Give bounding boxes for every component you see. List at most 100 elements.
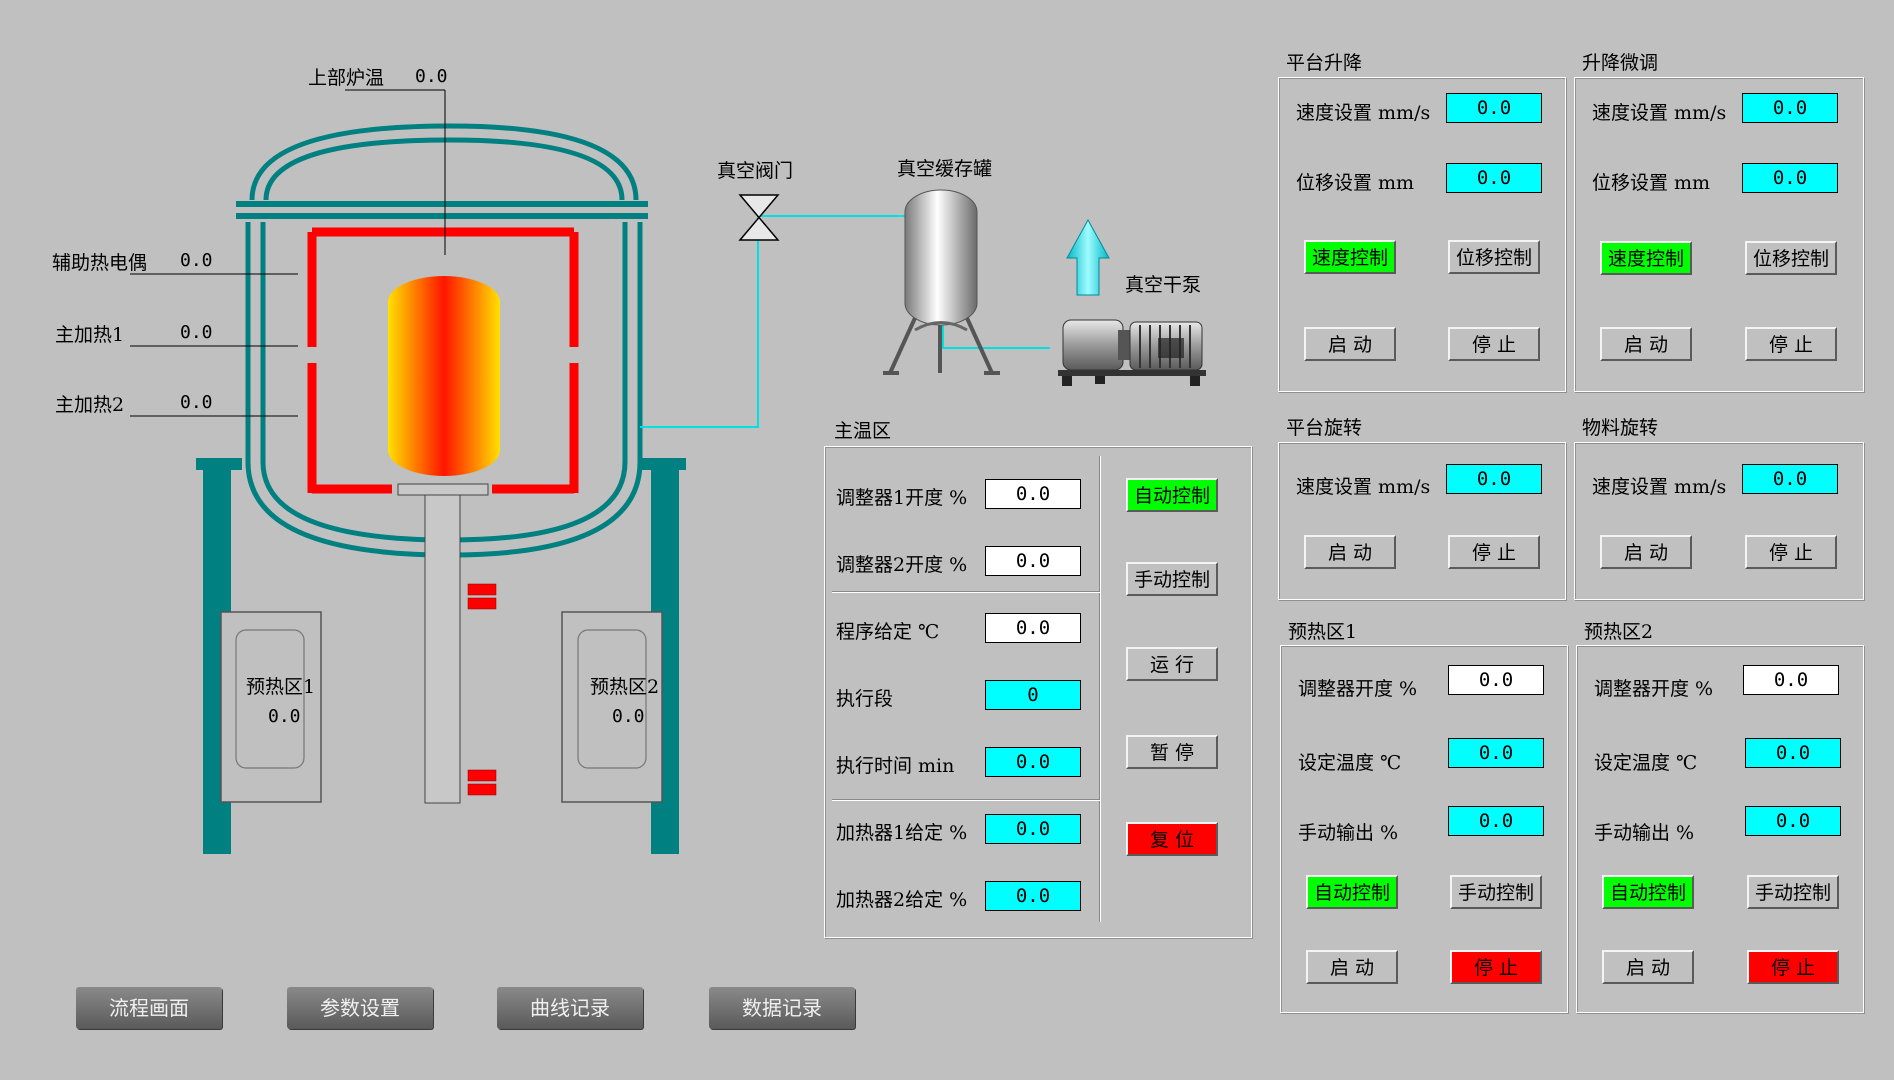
main-heat1-value: 0.0: [180, 322, 213, 343]
main-row-label: 调整器2开度 %: [836, 554, 968, 576]
preheat2-stop-button[interactable]: 停 止: [1747, 950, 1839, 984]
main-manual-control-button[interactable]: 手动控制: [1126, 562, 1218, 596]
material-rotate-panel: [1574, 442, 1864, 600]
lift-fine-start-button[interactable]: 启 动: [1600, 327, 1692, 361]
preheat2-reg-field[interactable]: 0.0: [1743, 665, 1839, 695]
preheat1-reg-field[interactable]: 0.0: [1448, 665, 1544, 695]
main-row-label: 执行段: [836, 688, 894, 710]
platform-lift-speed-field[interactable]: 0.0: [1446, 93, 1542, 123]
preheat2-auto-control-button[interactable]: 自动控制: [1602, 875, 1694, 909]
vacuum-tank-label: 真空缓存罐: [897, 158, 993, 180]
platform-lift-disp-label: 位移设置 mm: [1296, 172, 1415, 194]
preheat1-manual-control-button[interactable]: 手动控制: [1450, 875, 1542, 909]
preheat1-auto-control-button[interactable]: 自动控制: [1306, 875, 1398, 909]
nav-flow-button[interactable]: 流程画面: [76, 987, 222, 1029]
platform-rotate-panel: [1278, 442, 1566, 600]
billet: [388, 276, 500, 476]
preheat1-panel: [1280, 645, 1568, 1013]
exhaust-arrow: [1066, 218, 1110, 296]
vacuum-tank: [904, 189, 978, 326]
regulator1-field[interactable]: 0.0: [985, 479, 1081, 509]
nav-curves-button[interactable]: 曲线记录: [497, 987, 643, 1029]
aux-tc-label: 辅助热电偶: [52, 252, 148, 274]
nav-records-button[interactable]: 数据记录: [709, 987, 855, 1029]
main-zone-divider: [1099, 456, 1101, 922]
preheat2-panel: [1576, 645, 1864, 1013]
upper-temp-value: 0.0: [415, 66, 448, 87]
lift-fine-speed-label: 速度设置 mm/s: [1592, 102, 1727, 124]
platform-lift-start-button[interactable]: 启 动: [1304, 327, 1396, 361]
vacuum-pump-label: 真空干泵: [1125, 274, 1202, 296]
main-row-label: 加热器1给定 %: [836, 822, 968, 844]
material-rotate-start-button[interactable]: 启 动: [1600, 535, 1692, 569]
platform-rotate-speed-field[interactable]: 0.0: [1446, 464, 1542, 494]
aux-tc-value: 0.0: [180, 250, 213, 271]
regulator2-field[interactable]: 0.0: [985, 546, 1081, 576]
exec-time-value: 0.0: [985, 747, 1081, 777]
preheat2-start-button[interactable]: 启 动: [1602, 950, 1694, 984]
main-zone-panel: [824, 446, 1252, 938]
lift-fine-speed-control-button[interactable]: 速度控制: [1600, 241, 1692, 275]
preheat1-man-label: 手动输出 %: [1298, 822, 1399, 844]
platform-rotate-start-button[interactable]: 启 动: [1304, 535, 1396, 569]
nav-params-button[interactable]: 参数设置: [287, 987, 433, 1029]
main-heat2-label: 主加热2: [55, 394, 125, 416]
preheat1-reg-label: 调整器开度 %: [1298, 678, 1418, 700]
platform-rotate-stop-button[interactable]: 停 止: [1448, 535, 1540, 569]
preheat2-set-label: 设定温度 ℃: [1594, 752, 1698, 774]
preheat1-set-label: 设定温度 ℃: [1298, 752, 1402, 774]
preheat1-start-button[interactable]: 启 动: [1306, 950, 1398, 984]
reset-button[interactable]: 复 位: [1126, 822, 1218, 856]
main-heat1-label: 主加热1: [55, 324, 125, 346]
platform-lift-speed-control-button[interactable]: 速度控制: [1304, 240, 1396, 274]
material-rotate-title: 物料旋转: [1582, 417, 1659, 439]
main-row-label: 执行时间 min: [836, 755, 955, 777]
platform-lift-stop-button[interactable]: 停 止: [1448, 327, 1540, 361]
preheat1-title: 预热区1: [1288, 621, 1358, 643]
preheat1-diagram-value: 0.0: [268, 706, 301, 727]
preheat1-stop-button[interactable]: 停 止: [1450, 950, 1542, 984]
material-rotate-speed-field[interactable]: 0.0: [1742, 464, 1838, 494]
main-row-label: 加热器2给定 %: [836, 889, 968, 911]
lift-fine-speed-field[interactable]: 0.0: [1742, 93, 1838, 123]
vacuum-valve-label: 真空阀门: [717, 160, 794, 182]
preheat1-set-field[interactable]: 0.0: [1448, 738, 1544, 768]
vacuum-pump: [1062, 319, 1124, 371]
preheat2-set-field[interactable]: 0.0: [1745, 738, 1841, 768]
program-setpoint-field[interactable]: 0.0: [985, 613, 1081, 643]
preheat2-man-label: 手动输出 %: [1594, 822, 1695, 844]
preheat2-man-field[interactable]: 0.0: [1745, 806, 1841, 836]
vacuum-valve: [738, 194, 780, 241]
preheat2-manual-control-button[interactable]: 手动控制: [1747, 875, 1839, 909]
pause-button[interactable]: 暂 停: [1126, 735, 1218, 769]
run-button[interactable]: 运 行: [1126, 647, 1218, 681]
exec-segment-value: 0: [985, 680, 1081, 710]
lift-fine-panel: [1574, 77, 1864, 392]
preheat1-diagram-label: 预热区1: [246, 676, 316, 698]
main-row-label: 调整器1开度 %: [836, 487, 968, 509]
preheat2-diagram-value: 0.0: [612, 706, 645, 727]
preheat2-diagram-label: 预热区2: [590, 676, 660, 698]
lift-fine-disp-field[interactable]: 0.0: [1742, 163, 1838, 193]
material-rotate-stop-button[interactable]: 停 止: [1745, 535, 1837, 569]
lift-fine-disp-label: 位移设置 mm: [1592, 172, 1711, 194]
platform-rotate-title: 平台旋转: [1286, 417, 1363, 439]
main-row-label: 程序给定 ℃: [836, 621, 940, 643]
platform-lift-panel: [1278, 77, 1566, 392]
lift-fine-disp-control-button[interactable]: 位移控制: [1745, 241, 1837, 275]
platform-lift-speed-label: 速度设置 mm/s: [1296, 102, 1431, 124]
lift-fine-title: 升降微调: [1582, 52, 1659, 74]
furnace-diagram: [130, 89, 1206, 854]
platform-lift-title: 平台升降: [1286, 52, 1363, 74]
lift-rod: [424, 494, 461, 804]
preheat2-reg-label: 调整器开度 %: [1594, 678, 1714, 700]
lift-fine-stop-button[interactable]: 停 止: [1745, 327, 1837, 361]
preheat2-box: [561, 611, 663, 803]
platform-lift-disp-field[interactable]: 0.0: [1446, 163, 1542, 193]
material-rotate-speed-label: 速度设置 mm/s: [1592, 476, 1727, 498]
preheat1-man-field[interactable]: 0.0: [1448, 806, 1544, 836]
platform-lift-disp-control-button[interactable]: 位移控制: [1448, 240, 1540, 274]
main-auto-control-button[interactable]: 自动控制: [1126, 478, 1218, 512]
upper-temp-label: 上部炉温: [308, 67, 385, 89]
platform-rotate-speed-label: 速度设置 mm/s: [1296, 476, 1431, 498]
